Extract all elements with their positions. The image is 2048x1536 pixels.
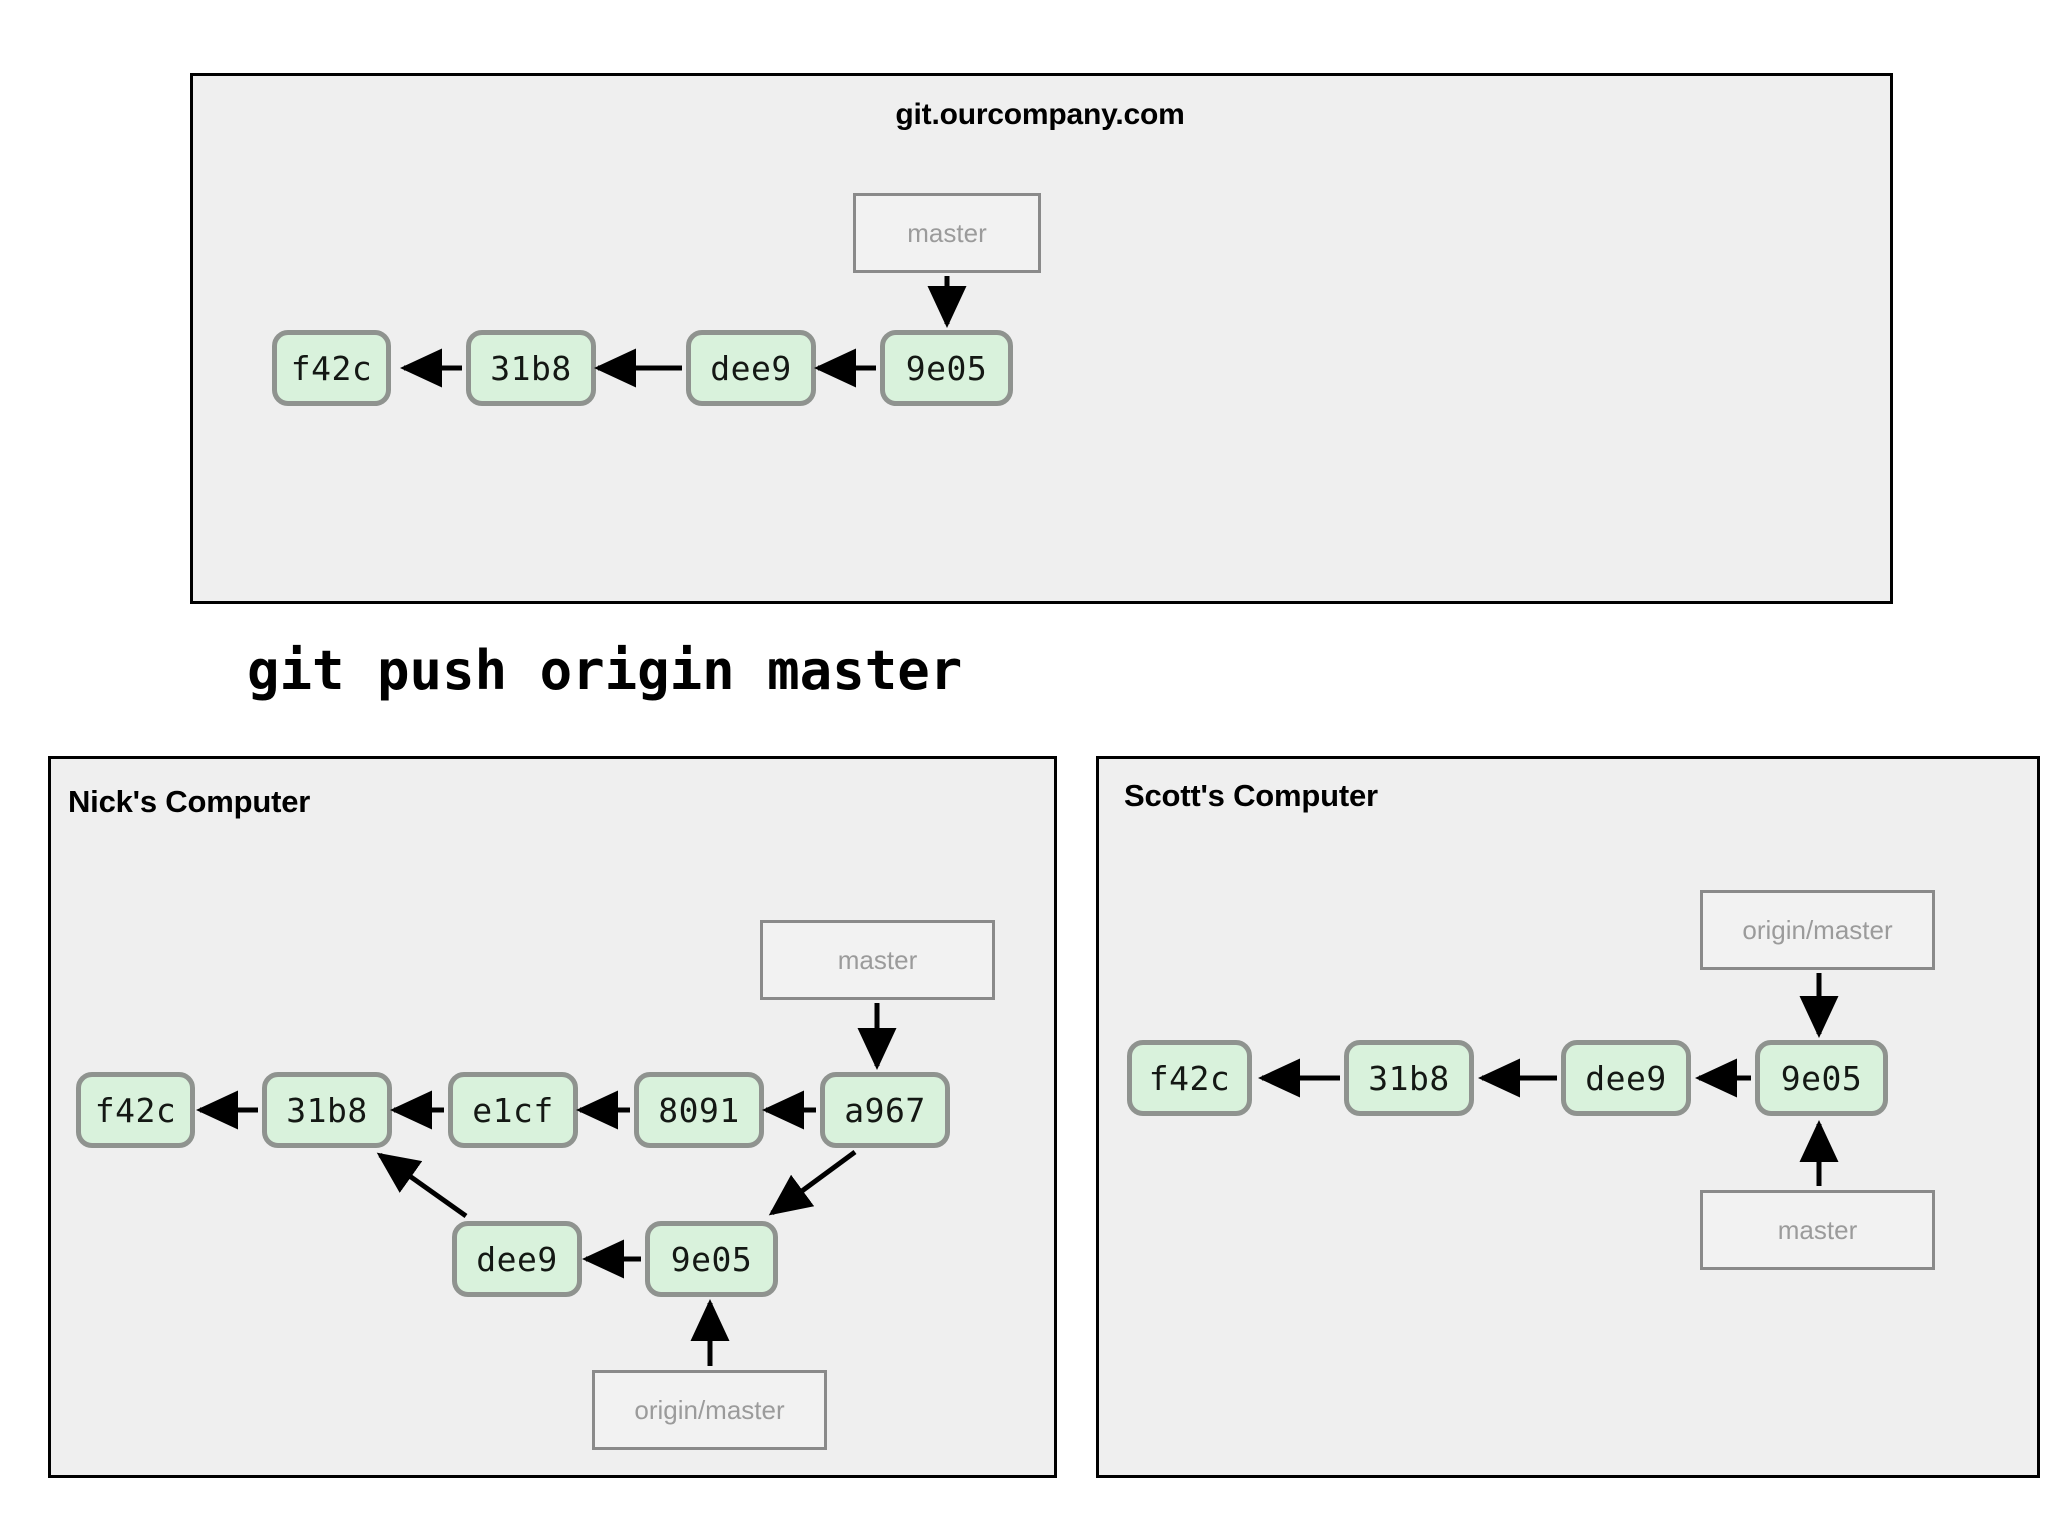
scott-commit-f42c-label: f42c xyxy=(1148,1058,1231,1098)
nick-commit-9e05-label: 9e05 xyxy=(670,1239,753,1279)
nick-commit-f42c: f42c xyxy=(76,1072,195,1148)
nick-commit-f42c-label: f42c xyxy=(94,1090,177,1130)
nick-commit-a967: a967 xyxy=(820,1072,950,1148)
scott-ref-master: master xyxy=(1700,1190,1935,1270)
nick-commit-a967-label: a967 xyxy=(844,1090,926,1130)
nick-commit-8091: 8091 xyxy=(634,1072,764,1148)
server-commit-f42c-label: f42c xyxy=(290,348,373,388)
nick-commit-dee9: dee9 xyxy=(452,1221,582,1297)
nick-ref-origin-master: origin/master xyxy=(592,1370,827,1450)
nick-commit-8091-label: 8091 xyxy=(658,1090,740,1130)
nick-commit-31b8: 31b8 xyxy=(262,1072,392,1148)
scott-panel xyxy=(1096,756,2040,1478)
scott-ref-origin-master-label: origin/master xyxy=(1742,914,1893,945)
server-ref-master: master xyxy=(853,193,1041,273)
scott-commit-dee9-label: dee9 xyxy=(1585,1058,1667,1098)
scott-commit-31b8-label: 31b8 xyxy=(1368,1058,1450,1098)
server-panel-title: git.ourcompany.com xyxy=(895,98,1185,131)
scott-ref-origin-master: origin/master xyxy=(1700,890,1935,970)
command-caption: git push origin master xyxy=(247,639,963,702)
nick-commit-e1cf-label: e1cf xyxy=(472,1090,554,1130)
server-commit-dee9: dee9 xyxy=(686,330,816,406)
server-panel xyxy=(190,73,1893,604)
server-commit-f42c: f42c xyxy=(272,330,391,406)
server-commit-9e05-label: 9e05 xyxy=(905,348,988,388)
nick-ref-master: master xyxy=(760,920,995,1000)
server-ref-master-label: master xyxy=(907,217,987,248)
nick-panel-title: Nick's Computer xyxy=(68,784,311,819)
nick-ref-master-label: master xyxy=(837,944,918,975)
nick-commit-dee9-label: dee9 xyxy=(476,1239,558,1279)
server-commit-dee9-label: dee9 xyxy=(710,348,792,388)
server-commit-31b8-label: 31b8 xyxy=(490,348,572,388)
nick-commit-9e05: 9e05 xyxy=(645,1221,778,1297)
nick-commit-e1cf: e1cf xyxy=(448,1072,578,1148)
scott-commit-9e05-label: 9e05 xyxy=(1780,1058,1863,1098)
server-commit-9e05: 9e05 xyxy=(880,330,1013,406)
scott-panel-title: Scott's Computer xyxy=(1124,778,1378,813)
nick-ref-origin-master-label: origin/master xyxy=(634,1394,785,1425)
scott-ref-master-label: master xyxy=(1777,1214,1858,1245)
scott-commit-9e05: 9e05 xyxy=(1755,1040,1888,1116)
server-commit-31b8: 31b8 xyxy=(466,330,596,406)
nick-commit-31b8-label: 31b8 xyxy=(286,1090,368,1130)
scott-commit-dee9: dee9 xyxy=(1561,1040,1691,1116)
scott-commit-f42c: f42c xyxy=(1127,1040,1252,1116)
scott-commit-31b8: 31b8 xyxy=(1344,1040,1474,1116)
